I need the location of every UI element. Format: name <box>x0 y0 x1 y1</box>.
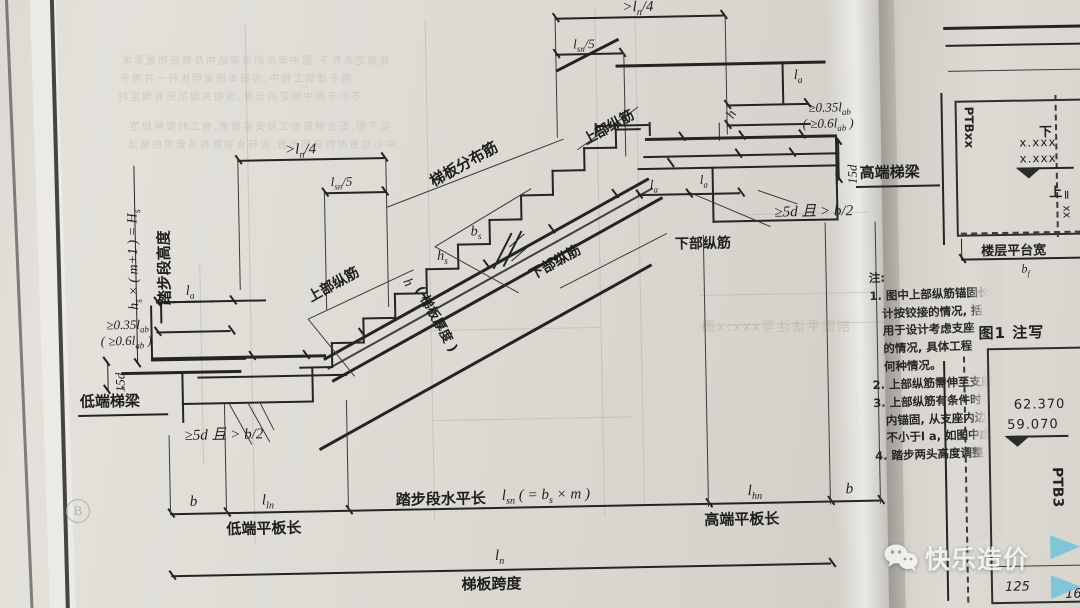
elevation-triangle-top <box>1015 167 1042 179</box>
elevation-bottom-1: 62.370 <box>1013 396 1066 413</box>
roman-label: Ⅱ xx <box>1060 188 1074 219</box>
watermark-text: 快乐造价 <box>925 545 1030 574</box>
ptb-label-top: PTBxx <box>961 106 977 149</box>
elevation-top-2: x.xxx <box>1019 150 1057 166</box>
teal-arrow-lower <box>1050 574 1080 600</box>
ptb-label-bottom: PTB3 <box>1048 466 1066 508</box>
down-label: 下 <box>1038 125 1053 141</box>
dim-125: 125 <box>1004 579 1030 595</box>
teal-arrow-upper <box>1050 534 1080 560</box>
platform-width-label: 楼层平台宽 <box>981 243 1047 260</box>
wechat-icon <box>884 544 918 572</box>
elevation-triangle-bottom <box>1004 435 1031 447</box>
watermark: 快乐造价 <box>884 540 1029 576</box>
figure-caption: 图1 注写 <box>978 323 1045 343</box>
fold-occlusion-mask <box>968 250 1004 540</box>
platform-width-symbol: bf <box>1021 261 1030 278</box>
elevation-bottom-2: 59.070 <box>1007 416 1059 433</box>
